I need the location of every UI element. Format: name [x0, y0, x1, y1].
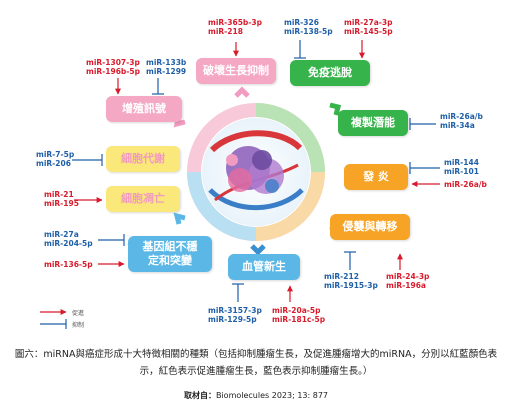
mirna-label-red: miR-26a/b: [444, 180, 487, 189]
replicative-potential-box: 複製潛能: [338, 110, 408, 136]
proliferation-signal-box: 增殖訊號: [106, 96, 182, 122]
mirna-label-red: miR-21 miR-195: [44, 190, 79, 208]
mirna-label-red: miR-27a-3p miR-145-5p: [344, 18, 393, 36]
connector-lines: [40, 40, 440, 329]
mirna-label-red: miR-20a-5p miR-181c-5p: [272, 306, 326, 324]
mirna-label-red: miR-24-3p miR-196a: [386, 272, 430, 290]
cell-death-box: 細胞凋亡: [106, 186, 180, 212]
destroy-growth-suppressor-box: 破壞生長抑制: [196, 58, 276, 84]
figure-caption: 圖六：miRNA與癌症形成十大特徵相關的種類（包括抑制腫瘤生長，及促進腫瘤增大的…: [14, 349, 498, 377]
invasion-metastasis-box: 侵襲與轉移: [330, 214, 410, 240]
genome-instability-box: 基因組不穩 定和突變: [128, 236, 212, 272]
mirna-label-red: miR-1307-3p miR-196b-5p: [86, 58, 140, 76]
inflammation-box: 發 炎: [344, 164, 408, 190]
mirna-label-blue: miR-144 miR-101: [444, 158, 479, 176]
mirna-label-blue: miR-3157-3p miR-129-5p: [208, 306, 262, 324]
mirna-label-blue: miR-133b miR-1299: [146, 58, 187, 76]
legend-inhibit-label: 抑制: [72, 322, 85, 329]
mirna-label-blue: miR-27a miR-204-5p: [44, 230, 93, 248]
mirna-label-blue: miR-212 miR-1915-3p: [324, 272, 378, 290]
source-label: 取材自：: [183, 391, 216, 400]
mirna-label-blue: miR-7-5p miR-206: [36, 150, 75, 168]
legend-promote-label: 促進: [72, 310, 85, 317]
mirna-label-blue: miR-26a/b miR-34a: [440, 112, 483, 130]
mirna-label-red: miR-365b-3p miR-218: [208, 18, 262, 36]
mirna-label-blue: miR-326 miR-138-5p: [284, 18, 333, 36]
immune-evasion-box: 免疫逃脫: [290, 60, 370, 86]
tumor-illustration: [208, 130, 304, 211]
angiogenesis-box: 血管新生: [228, 254, 300, 280]
source-text: Biomolecules 2023; 13: 877: [215, 391, 329, 400]
hallmarks-diagram: [40, 40, 440, 329]
source-citation: 取材自：Biomolecules 2023; 13: 877: [0, 390, 512, 401]
mirna-label-red: miR-136-5p: [44, 260, 93, 269]
cell-metabolism-box: 細胞代謝: [106, 146, 180, 172]
